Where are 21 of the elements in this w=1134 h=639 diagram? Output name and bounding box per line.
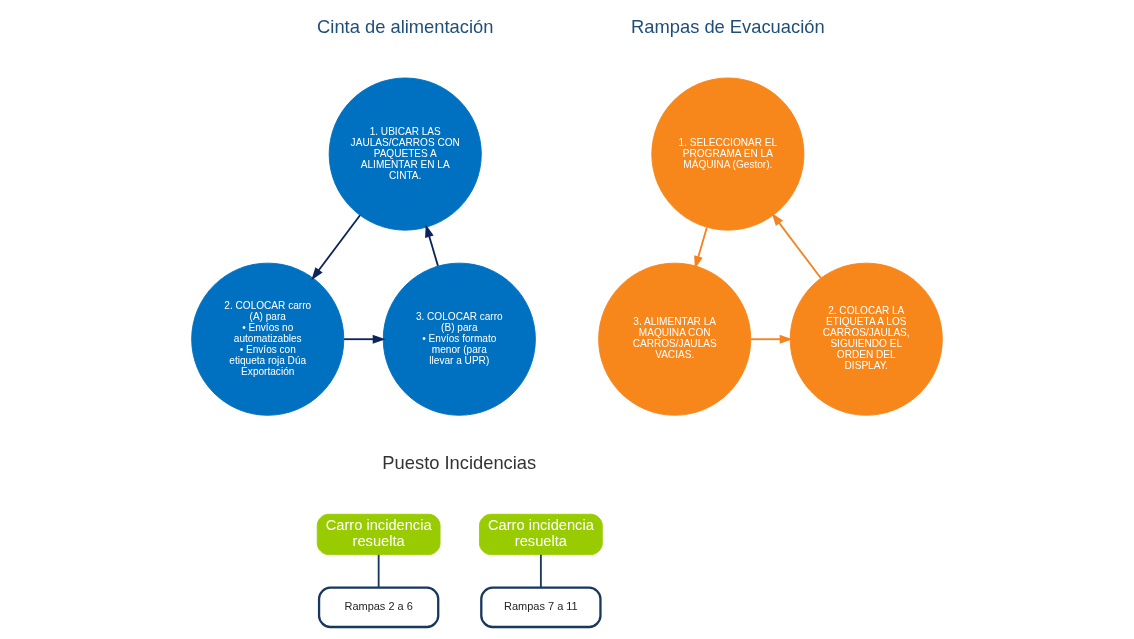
node-box: Carro incidencia resuelta — [316, 513, 441, 556]
node-box: Rampas 7 a 11 — [480, 586, 602, 629]
arrow — [311, 214, 361, 281]
label: Cinta de alimentación — [317, 16, 494, 38]
arrow — [750, 334, 793, 344]
node-circle: 3. COLOCAR carro (B) para • Envíos formato menor (para llevar a UPR) — [382, 262, 536, 416]
node-circle: 1. UBICAR LAS JAULAS/CARROS CON PAQUETES A ALIMENTAR EN LA CINTA. — [328, 77, 482, 231]
node-circle: 1. SELECCIONAR EL PROGRAMA EN LA MÁQUINA (Gestor). — [651, 77, 805, 231]
label: Puesto Incidencias — [382, 452, 537, 474]
arrow — [771, 213, 822, 279]
arrow — [425, 224, 439, 267]
label: Rampas de Evacuación — [631, 16, 825, 38]
node-circle: 2. COLOCAR LA ETIQUETA A LOS CARROS/JAULAS, SIGUIENDO EL ORDEN DEL DISPLAY. — [789, 262, 943, 416]
node-circle: 2. COLOCAR carro (A) para • Envíos no automatizables • Envíos con etiqueta roja Dúa Exportación — [191, 262, 345, 416]
connector — [539, 553, 542, 589]
node-box: Carro incidencia resuelta — [479, 513, 603, 556]
connector — [377, 553, 380, 589]
arrow — [343, 334, 386, 344]
node-box: Rampas 2 a 6 — [317, 586, 440, 629]
arrow — [694, 226, 708, 269]
node-circle: 3. ALIMENTAR LA MAQUINA CON CARROS/JAULAS VACIAS. — [598, 262, 752, 416]
